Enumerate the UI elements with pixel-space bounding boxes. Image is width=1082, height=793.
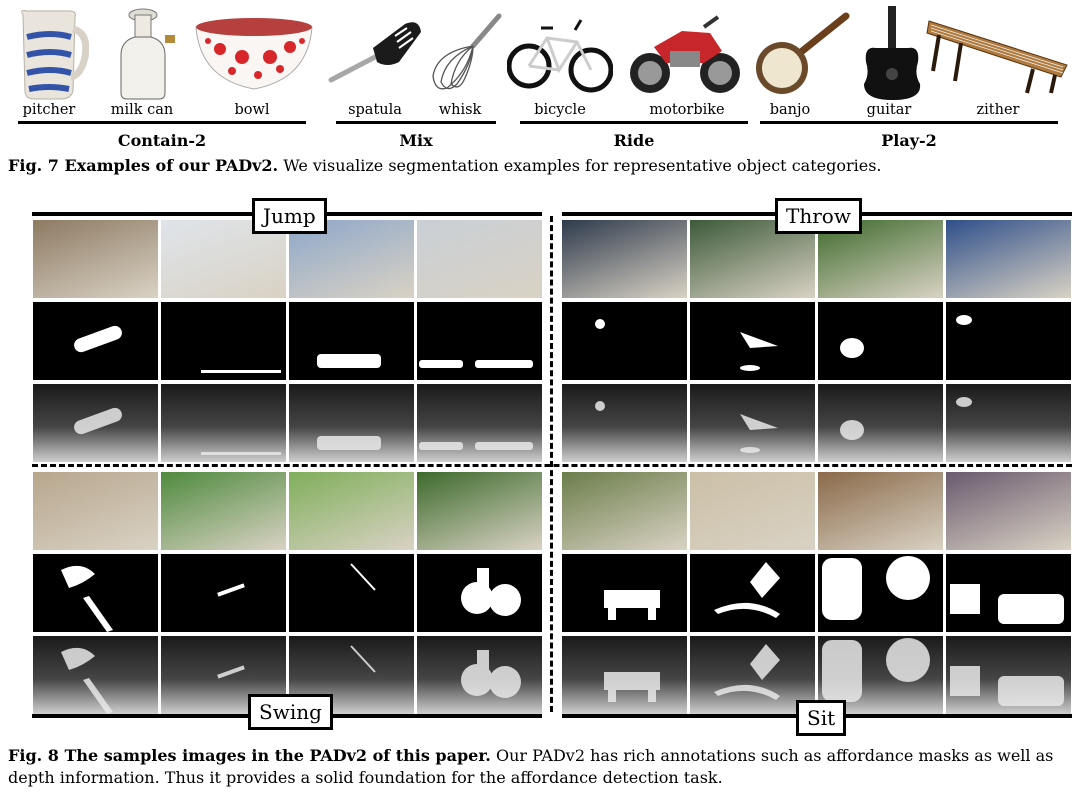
sit-mask-2 [690, 554, 815, 632]
object-label-pitcher: pitcher [22, 102, 76, 118]
whisk-icon [432, 13, 502, 90]
throw-photo-1 [562, 220, 687, 298]
throw-mask-2 [690, 302, 815, 380]
sit-mask-3 [818, 554, 943, 632]
jump-depth-1 [33, 384, 158, 462]
group-label-play: Play-2 [881, 131, 937, 150]
fig7-caption-label: Fig. 7 Examples of our PADv2. [8, 156, 279, 175]
swing-depth-1 [33, 636, 158, 714]
group-underline-contain [18, 121, 306, 124]
jump-depth-4 [417, 384, 542, 462]
sit-mask-4 [946, 554, 1071, 632]
group-underline-ride [520, 121, 748, 124]
sit-depth-4 [946, 636, 1071, 714]
motorbike-image [624, 4, 744, 102]
fig8-caption: Fig. 8 The samples images in the PADv2 o… [8, 745, 1074, 789]
throw-depth-3 [818, 384, 943, 462]
sit-photo-3 [818, 472, 943, 550]
quadrant-tag-jump: Jump [252, 198, 327, 234]
guitar-icon [864, 6, 921, 100]
swing-photo-3 [289, 472, 414, 550]
jump-mask-1 [33, 302, 158, 380]
quadrant-tag-swing: Swing [248, 694, 333, 730]
swing-photo-1 [33, 472, 158, 550]
sit-photo-4 [946, 472, 1071, 550]
bowl-icon [195, 18, 313, 90]
zither-image [922, 4, 1074, 102]
banjo-image [752, 4, 850, 102]
group-label-ride: Ride [613, 131, 655, 150]
swing-depth-4 [417, 636, 542, 714]
jump-mask-2 [161, 302, 286, 380]
fig8-caption-label: Fig. 8 The samples images in the PADv2 o… [8, 746, 491, 765]
object-label-zither: zither [976, 102, 1020, 118]
sit-photo-2 [690, 472, 815, 550]
jump-mask-4 [417, 302, 542, 380]
throw-mask-1 [562, 302, 687, 380]
fig8-caption-text: Our PADv2 has rich annotations such as a… [8, 746, 1054, 787]
swing-photo-4 [417, 472, 542, 550]
jump-mask-3 [289, 302, 414, 380]
banjo-icon [756, 12, 850, 94]
group-underline-play [760, 121, 1058, 124]
throw-depth-4 [946, 384, 1071, 462]
group-label-contain: Contain-2 [117, 131, 207, 150]
swing-mask-3 [289, 554, 414, 632]
quadrant-tag-throw: Throw [775, 198, 862, 234]
throw-mask-3 [818, 302, 943, 380]
bowl-image [190, 4, 318, 102]
quadrant-tag-sit: Sit [796, 700, 847, 736]
sit-depth-2 [690, 636, 815, 714]
jump-depth-2 [161, 384, 286, 462]
group-underline-mix [336, 121, 496, 124]
vertical-dashed-divider [550, 216, 553, 712]
object-label-bowl: bowl [234, 102, 270, 118]
jump-photo-4 [417, 220, 542, 298]
pitcher-image [10, 4, 90, 102]
object-label-milk-can: milk can [110, 102, 174, 118]
sit-depth-1 [562, 636, 687, 714]
fig7-caption-text: We visualize segmentation examples for r… [278, 156, 882, 175]
bicycle-icon [507, 19, 613, 93]
swing-mask-1 [33, 554, 158, 632]
swing-mask-2 [161, 554, 286, 632]
object-label-bicycle: bicycle [534, 102, 586, 118]
milk-can-image [110, 4, 182, 102]
throw-depth-2 [690, 384, 815, 462]
fig7-caption: Fig. 7 Examples of our PADv2. We visuali… [8, 155, 1074, 177]
spatula-image [325, 4, 425, 102]
object-label-spatula: spatula [348, 102, 402, 118]
milk-can-icon [120, 8, 175, 100]
object-label-guitar: guitar [866, 102, 912, 118]
object-label-motorbike: motorbike [649, 102, 725, 118]
swing-mask-4 [417, 554, 542, 632]
group-label-mix: Mix [399, 131, 433, 150]
throw-depth-1 [562, 384, 687, 462]
object-label-whisk: whisk [438, 102, 482, 118]
spatula-icon [328, 22, 421, 83]
swing-photo-2 [161, 472, 286, 550]
throw-photo-4 [946, 220, 1071, 298]
object-label-banjo: banjo [769, 102, 811, 118]
guitar-image [858, 4, 928, 102]
whisk-image [425, 4, 505, 102]
zither-icon [926, 20, 1068, 94]
jump-depth-3 [289, 384, 414, 462]
bicycle-image [506, 4, 614, 102]
jump-photo-1 [33, 220, 158, 298]
sit-photo-1 [562, 472, 687, 550]
pitcher-icon [21, 10, 89, 100]
throw-mask-4 [946, 302, 1071, 380]
motorbike-icon [630, 15, 740, 93]
sit-mask-1 [562, 554, 687, 632]
